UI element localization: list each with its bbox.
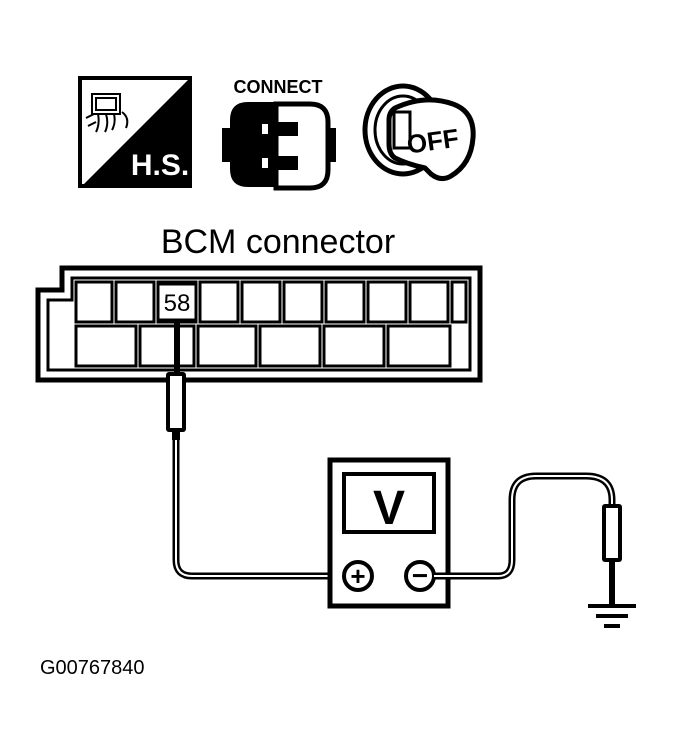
- positive-terminal-symbol: +: [350, 561, 365, 591]
- voltmeter-display: [342, 472, 436, 534]
- figure-id: G00767840: [40, 657, 145, 679]
- harness-side-label: H.S.: [131, 149, 189, 182]
- terminal-58-cavity[interactable]: [156, 282, 198, 322]
- ignition-off-icon: OFF: [362, 83, 476, 182]
- connector-bottom-row: [74, 324, 452, 368]
- voltmeter: V + −: [327, 457, 451, 609]
- negative-lead-wire: [434, 472, 616, 580]
- voltmeter-mode-label: V: [373, 482, 405, 535]
- connect-label: CONNECT: [234, 77, 323, 97]
- harness-connector-sketch-icon: [85, 93, 129, 133]
- harness-side-icon: H.S.: [78, 76, 192, 188]
- ignition-off-label: OFF: [405, 123, 461, 160]
- negative-probe: [602, 504, 622, 604]
- connect-icon: CONNECT: [222, 77, 336, 191]
- ground-icon: [588, 604, 636, 628]
- positive-terminal[interactable]: [342, 560, 374, 592]
- connector-title: BCM connector: [161, 223, 395, 261]
- positive-probe: [166, 320, 186, 440]
- negative-terminal-symbol: −: [412, 560, 428, 591]
- terminal-58-label: 58: [164, 290, 191, 317]
- positive-lead-wire: [172, 440, 345, 580]
- bcm-connector: [35, 265, 483, 383]
